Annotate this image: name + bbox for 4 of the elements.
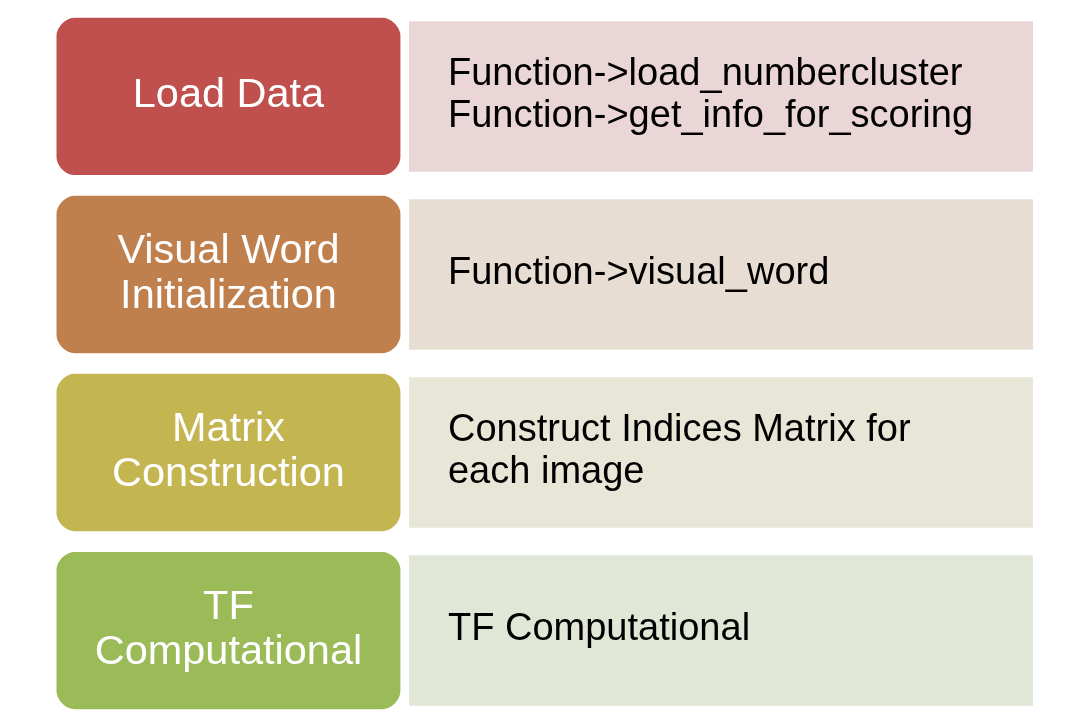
node-box: Function->visual_word <box>408 199 1033 350</box>
node-box: Construct Indices Matrix for each image <box>408 377 1033 528</box>
node-box: Function->load_numbercluster Function->get_info_for_scoring <box>408 21 1033 172</box>
node-box: TF Computational <box>408 555 1033 706</box>
